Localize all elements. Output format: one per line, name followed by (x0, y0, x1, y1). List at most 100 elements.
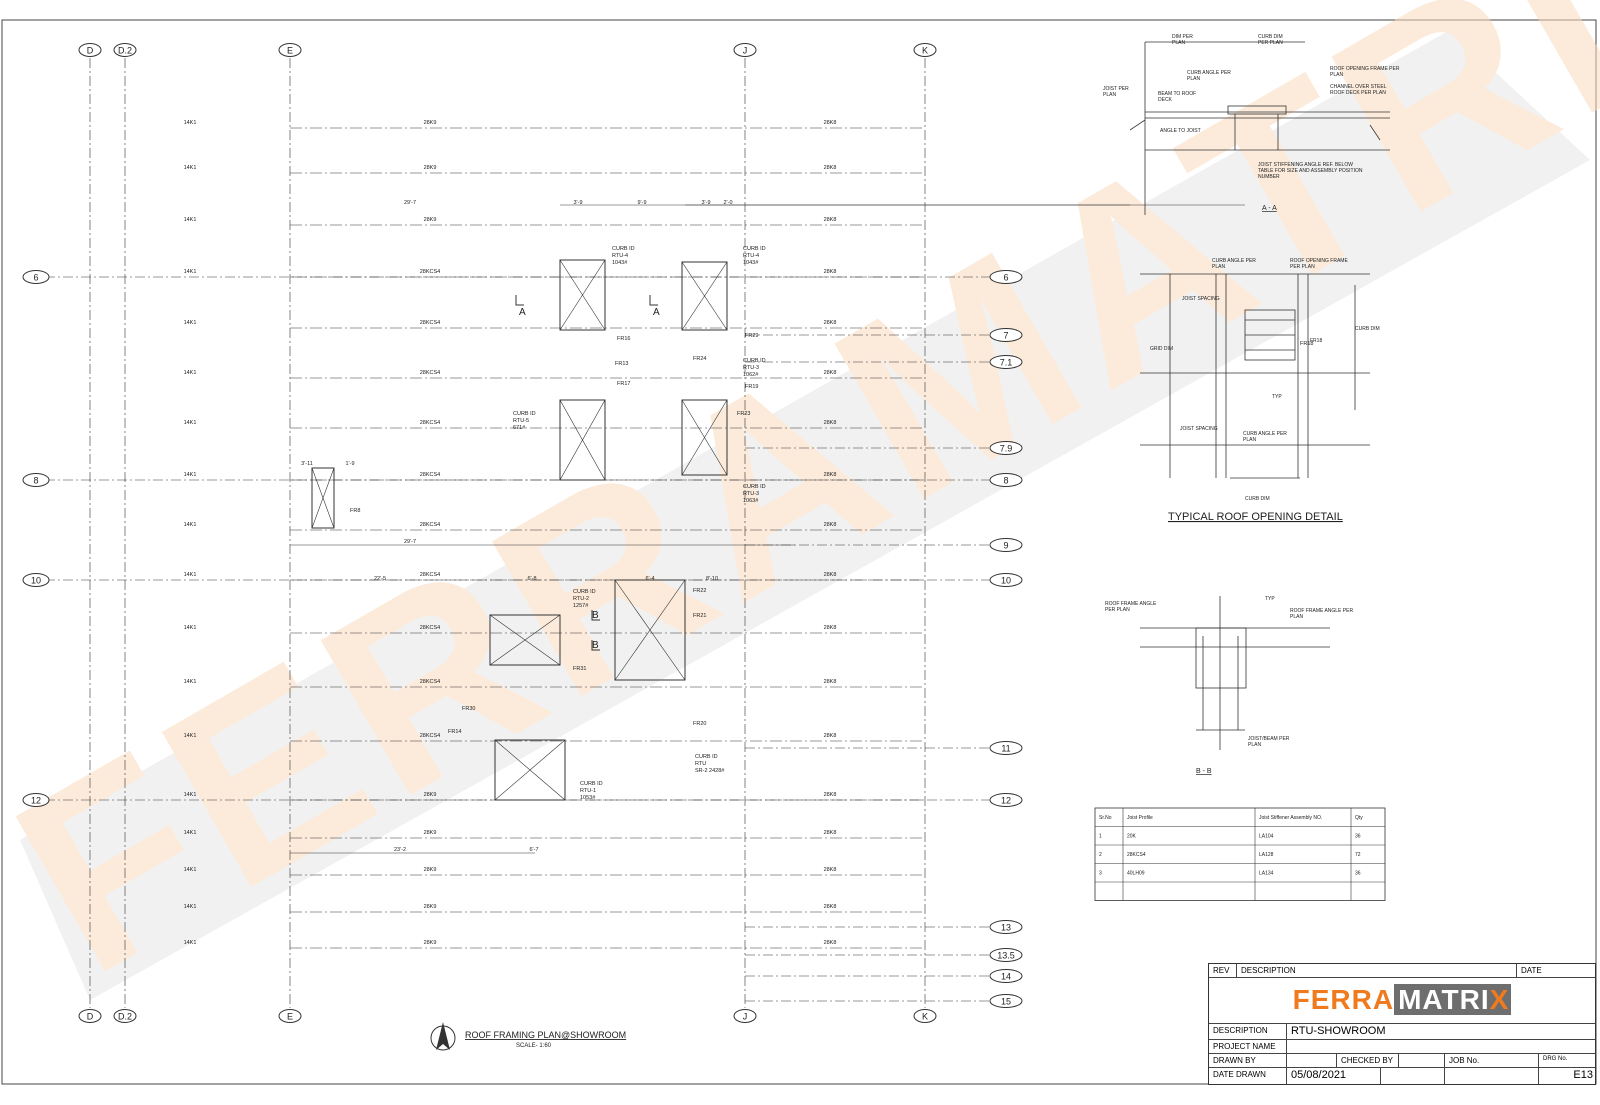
section-marker-a (649, 295, 658, 306)
table-header: Joist Stiffener Assembly NO. (1259, 815, 1322, 821)
typ-notes-note: JOIST SPACING (1180, 426, 1218, 432)
grid-label-K: K (922, 1012, 928, 1022)
dimension-text: 1'-9 (346, 461, 355, 467)
project-row: PROJECT NAME (1209, 1040, 1595, 1054)
table-cell: 72 (1355, 852, 1361, 858)
curb-label-1: 1043# (612, 260, 628, 266)
grid-label-left-12: 12 (31, 796, 41, 806)
table-header: Joist Profile (1127, 815, 1153, 821)
table-cell: 40LH09 (1127, 871, 1145, 877)
plan-scale: SCALE- 1:60 (516, 1043, 552, 1049)
curb-label-3: RTU-3 (743, 365, 759, 371)
opening-frame-6 (489, 614, 561, 666)
dimension-text: 3'-9 (702, 200, 711, 206)
section-label-b: B (592, 610, 599, 621)
grid-label-left-8: 8 (33, 476, 38, 486)
grid-label-7: 7 (1003, 331, 1008, 341)
grid-label-12: 12 (1001, 796, 1011, 806)
date-row: DATE DRAWN 05/08/2021 E13 (1209, 1068, 1595, 1084)
grid-bubble-D (78, 43, 102, 57)
opening-frame-2 (681, 261, 728, 331)
k-joist-label: 14K1 (184, 217, 197, 223)
north-arrow-icon (430, 1022, 456, 1051)
frame-label-FR29: FR29 (745, 333, 758, 339)
dimension-text: 6'-7 (530, 847, 539, 853)
k-joist-label: 14K1 (184, 679, 197, 685)
typ-notes-note: FR18 (1310, 338, 1322, 344)
dimension-text: 6'-8 (528, 576, 537, 582)
k-joist-label: 14K1 (184, 792, 197, 798)
blank-cell (1381, 1068, 1445, 1084)
opening-diag (559, 399, 606, 481)
detail-b-b (1140, 596, 1330, 750)
grid-label-11: 11 (1001, 744, 1010, 754)
joist-label: 28KCS4 (420, 472, 441, 478)
joist-label-right: 28K8 (824, 472, 837, 478)
k-joist-label: 14K1 (184, 165, 197, 171)
opening-frame-7 (614, 579, 686, 681)
curb-label-6: RTU-2 (573, 596, 589, 602)
detail-a-a-title: A - A (1262, 205, 1277, 212)
bb-notes-note: ROOF FRAME ANGLE PER (1290, 608, 1353, 614)
aa-notes-note: ANGLE TO JOIST (1160, 128, 1201, 134)
table-header: Qty (1355, 815, 1363, 821)
grid-label-15: 15 (1001, 997, 1011, 1007)
plan-title: ROOF FRAMING PLAN@SHOWROOM (465, 1030, 626, 1040)
aa-notes-note: JOIST PER (1103, 86, 1129, 92)
table-cell: 36 (1355, 834, 1361, 840)
revision-row: REV DESCRIPTION DATE (1209, 964, 1595, 978)
curb-label-3: CURB ID (743, 358, 766, 364)
aa-notes-note: PLAN (1330, 72, 1343, 78)
frame-label-FR24: FR24 (693, 356, 706, 362)
grid-bubble-left-12 (22, 793, 50, 807)
grid-label-left-6: 6 (33, 273, 38, 283)
section-marker-a (515, 295, 524, 306)
opening-frame-3 (559, 399, 606, 481)
frame-label-FR13: FR13 (615, 361, 628, 367)
grid-label-14: 14 (1001, 972, 1011, 982)
grid-label-13: 13 (1001, 923, 1011, 933)
grid-label-9: 9 (1003, 541, 1008, 551)
k-joist-label: 14K1 (184, 120, 197, 126)
grid-label-7.1: 7.1 (1000, 358, 1013, 368)
bb-notes-note: TYP (1265, 596, 1275, 602)
opening-diag (311, 467, 335, 529)
opening-diag (681, 399, 728, 476)
joist-label-right: 28K8 (824, 217, 837, 223)
curb-label-2: RTU-4 (743, 253, 759, 259)
table-cell: 36 (1355, 871, 1361, 877)
grid-label-13.5: 13.5 (997, 951, 1015, 961)
date-drawn-value: 05/08/2021 (1287, 1068, 1381, 1084)
joist-label: 28K9 (424, 792, 437, 798)
date-header: DATE (1521, 966, 1542, 975)
joist-label-right: 28K8 (824, 120, 837, 126)
k-joist-label: 14K1 (184, 904, 197, 910)
k-joist-label: 14K1 (184, 733, 197, 739)
grid-bubble-left-6 (22, 270, 50, 284)
joist-label-right: 28K8 (824, 867, 837, 873)
table-cell: 2 (1099, 852, 1102, 858)
opening-diag (681, 261, 728, 331)
typ-notes-note: PER PLAN (1290, 264, 1315, 270)
joist-label: 28K9 (424, 867, 437, 873)
typ-notes-note: ROOF OPENING FRAME (1290, 258, 1348, 264)
date-drawn-label: DATE DRAWN (1209, 1068, 1287, 1084)
joist-label: 28KCS4 (420, 522, 441, 528)
aa-notes-note: JOIST STIFFENING ANGLE REF. BELOW (1258, 162, 1353, 168)
detail-a-a (1129, 41, 1390, 215)
description-label: DESCRIPTION (1209, 1024, 1287, 1039)
description-header: DESCRIPTION (1237, 964, 1517, 977)
grid-bubble-15 (989, 994, 1023, 1008)
section-label-b: B (592, 640, 599, 651)
joist-label-right: 28K8 (824, 830, 837, 836)
description-row: DESCRIPTION RTU-SHOWROOM (1209, 1024, 1595, 1040)
table-cell: LA134 (1259, 871, 1274, 877)
frame-label-FR31: FR31 (573, 666, 586, 672)
curb-label-1: CURB ID (612, 246, 635, 252)
